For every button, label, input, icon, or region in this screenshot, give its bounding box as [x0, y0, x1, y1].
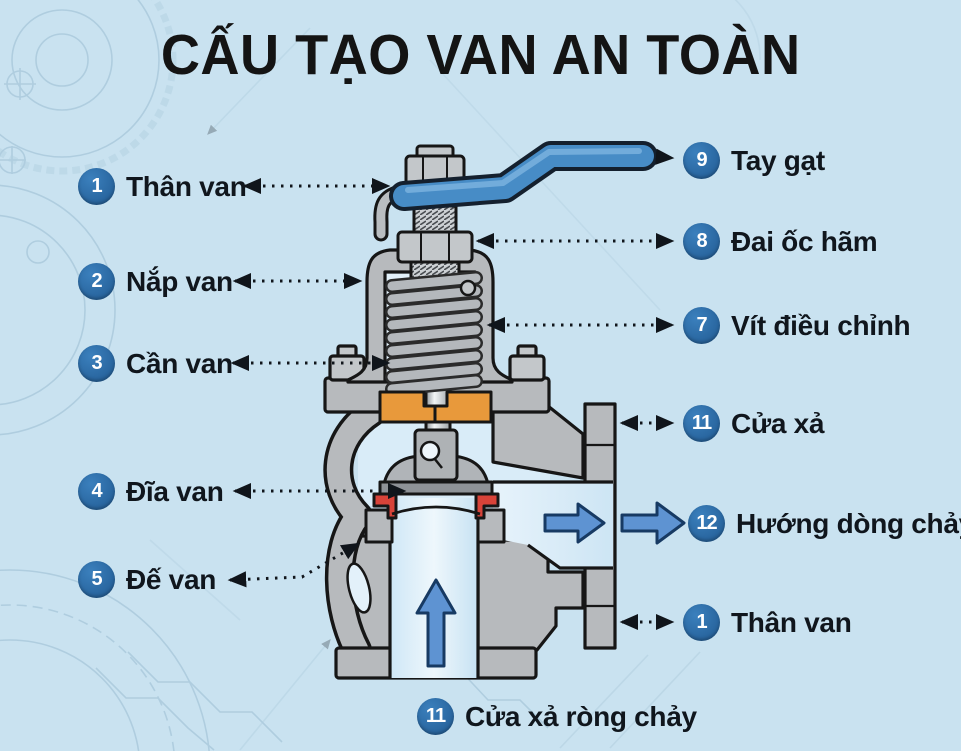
- label-dai-oc-ham: 8 Đai ốc hãm: [683, 223, 878, 260]
- number-badge: 8: [683, 223, 720, 260]
- spring-end: [459, 279, 477, 297]
- number-badge: 12: [688, 505, 725, 542]
- number-badge: 3: [78, 345, 115, 382]
- label-vit-dieu-chinh: 7 Vít điều chỉnh: [683, 307, 911, 344]
- number-badge: 1: [683, 604, 720, 641]
- number-badge: 11: [417, 698, 454, 735]
- label-text: Thân van: [126, 170, 247, 202]
- label-cua-xa: 11 Cửa xả: [683, 405, 825, 442]
- lever-handle: [389, 141, 658, 211]
- label-text: Đai ốc hãm: [731, 225, 878, 257]
- number-badge: 4: [78, 473, 115, 510]
- label-text: Cửa xả: [731, 407, 825, 439]
- label-can-van: 3 Cần van: [78, 345, 233, 382]
- label-de-van: 5 Đế van: [78, 561, 216, 598]
- valve-seat-red-right: [474, 492, 500, 520]
- number-badge: 11: [683, 405, 720, 442]
- label-tay-gat: 9 Tay gạt: [683, 142, 825, 179]
- leader-de-van: [227, 542, 361, 588]
- label-text: Đế van: [126, 563, 217, 595]
- number-badge: 9: [683, 142, 720, 179]
- label-text: Cần van: [126, 347, 233, 379]
- number-badge: 5: [78, 561, 115, 598]
- valve-disc: [378, 480, 494, 496]
- bolt-right: [508, 344, 546, 382]
- label-text: Thân van: [731, 606, 852, 638]
- lock-nut: [396, 230, 474, 264]
- label-text: Đĩa van: [126, 475, 224, 507]
- label-huong-dong-chay: 12 Hướng dòng chảy: [688, 505, 961, 542]
- disc-dome: [391, 505, 481, 516]
- page-title-text: CẤU TẠO VAN AN TOÀN: [160, 23, 801, 87]
- number-badge: 2: [78, 263, 115, 300]
- label-cua-xa-rong-chay: 11 Cửa xả ròng chảy: [417, 698, 697, 735]
- body-left-wall: [326, 400, 384, 662]
- spring-seat: [378, 390, 493, 424]
- label-text: Hướng dòng chảy: [736, 507, 961, 539]
- page-title: CẤU TẠO VAN AN TOÀN: [0, 22, 961, 88]
- number-badge: 7: [683, 307, 720, 344]
- label-than-van: 1 Thân van: [78, 168, 247, 205]
- label-nap-van: 2 Nắp van: [78, 263, 233, 300]
- leader-arrows: [227, 148, 675, 631]
- label-dia-van: 4 Đĩa van: [78, 473, 224, 510]
- label-than-van-2: 1 Thân van: [683, 604, 852, 641]
- guide-hole: [419, 440, 441, 462]
- number-badge: 1: [78, 168, 115, 205]
- label-text: Tay gạt: [731, 144, 825, 176]
- leader-tay-gat: [655, 148, 675, 165]
- disc-assembly: [364, 428, 506, 544]
- flow-arrow-out-inner: [543, 502, 606, 544]
- flow-arrow-out-outer: [620, 501, 686, 545]
- spring: [385, 271, 483, 396]
- label-text: Vít điều chỉnh: [731, 309, 911, 341]
- label-text: Cửa xả ròng chảy: [465, 700, 697, 732]
- flow-arrow-up: [415, 578, 457, 668]
- upper-thread: [412, 204, 458, 236]
- blueprint-decor: [0, 0, 761, 751]
- label-text: Nắp van: [126, 265, 233, 297]
- flow-arrows: [415, 501, 686, 668]
